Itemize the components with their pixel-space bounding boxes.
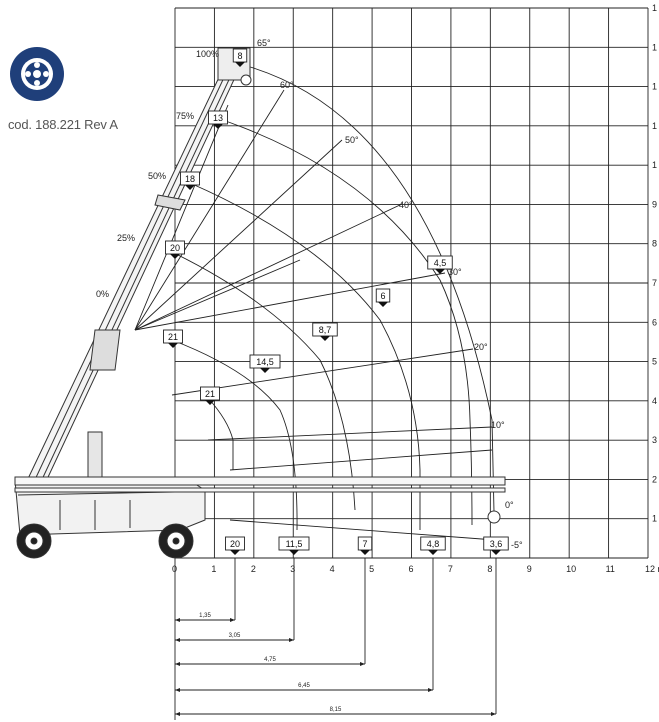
svg-text:4,5: 4,5 (434, 258, 447, 268)
ext-label-25: 25% (117, 233, 135, 243)
load-label: 18 (180, 171, 200, 190)
svg-text:13: 13 (213, 113, 223, 123)
svg-text:20: 20 (230, 539, 240, 549)
y-tick-label: 2 (652, 474, 657, 484)
angle-0: 0° (505, 500, 514, 510)
ext-label-100: 100% (196, 49, 219, 59)
load-label: 8 (232, 48, 248, 67)
y-tick-label: 3 (652, 435, 657, 445)
dimension-line: 8,15 (175, 558, 497, 716)
working-range-curves (134, 65, 496, 541)
x-axis-ticks: 0 1 2 3 4 5 6 7 8 9 10 11 12 r (172, 564, 659, 574)
x-tick-label: 8 (487, 564, 492, 574)
x-tick-label: 7 (448, 564, 453, 574)
load-label: 3,6 (483, 536, 509, 555)
dimension-line: 1,35 (175, 558, 236, 622)
angle-minus5: -5° (511, 540, 523, 550)
y-tick-label: 6 (652, 317, 657, 327)
y-tick-label: 1 (652, 82, 657, 92)
ext-label-50: 50% (148, 171, 166, 181)
crane-vehicle (14, 476, 506, 559)
y-axis-ticks: 1 2 3 4 5 6 7 8 9 1 1 1 1 1 (652, 3, 657, 524)
x-tick-label: 5 (369, 564, 374, 574)
load-label: 11,5 (278, 536, 310, 555)
load-label: 8,7 (312, 322, 338, 341)
svg-text:4,8: 4,8 (427, 539, 440, 549)
x-tick-label: 10 (566, 564, 576, 574)
load-label: 6 (375, 288, 391, 307)
dimension-line: 3,05 (175, 558, 295, 642)
svg-text:20: 20 (170, 243, 180, 253)
y-tick-label: 1 (652, 42, 657, 52)
load-labels: 8 13 18 20 21 21 14,5 8,7 6 4,5 20 11,5 7 4,8 3,6 (163, 48, 509, 555)
svg-text:1,35: 1,35 (199, 613, 211, 619)
x-tick-label: 9 (527, 564, 532, 574)
angle-20: 20° (474, 342, 488, 352)
dimension-line: 6,45 (175, 558, 434, 692)
y-tick-label: 4 (652, 396, 657, 406)
angle-60: 60° (280, 80, 294, 90)
angle-labels: 65° 60° 50° 40° 30° 20° 10° 0° -5° (257, 38, 523, 550)
x-tick-label: 0 (172, 564, 177, 574)
grid (174, 7, 649, 720)
svg-text:3,05: 3,05 (229, 633, 241, 639)
load-label: 14,5 (249, 354, 281, 373)
document-code: cod. 188.221 Rev A (8, 117, 118, 132)
y-tick-label: 1 (652, 121, 657, 131)
angle-65: 65° (257, 38, 271, 48)
svg-text:6: 6 (380, 291, 385, 301)
load-label: 21 (200, 386, 220, 405)
angle-30: 30° (448, 267, 462, 277)
svg-text:21: 21 (168, 332, 178, 342)
load-label: 4,8 (420, 536, 446, 555)
y-tick-label: 9 (652, 199, 657, 209)
x-tick-label: 12 r (645, 564, 659, 574)
angle-50: 50° (345, 135, 359, 145)
x-tick-label: 6 (409, 564, 414, 574)
load-label: 20 (165, 240, 185, 259)
svg-text:3,6: 3,6 (490, 539, 503, 549)
wheel-icon (10, 47, 64, 101)
svg-text:7: 7 (362, 539, 367, 549)
dimension-line: 4,75 (175, 558, 366, 666)
load-label: 7 (357, 536, 373, 555)
svg-text:21: 21 (205, 389, 215, 399)
y-tick-label: 1 (652, 160, 657, 170)
load-label: 13 (208, 110, 228, 129)
svg-text:11,5: 11,5 (286, 539, 303, 549)
ext-label-0: 0% (96, 289, 109, 299)
load-label: 20 (225, 536, 245, 555)
svg-text:8,7: 8,7 (319, 325, 332, 335)
x-tick-label: 3 (290, 564, 295, 574)
x-tick-label: 11 (606, 564, 615, 574)
y-tick-label: 5 (652, 357, 657, 367)
angle-40: 40° (399, 200, 413, 210)
x-tick-label: 2 (251, 564, 256, 574)
svg-text:14,5: 14,5 (256, 357, 274, 367)
svg-text:8: 8 (237, 51, 242, 61)
y-tick-label: 8 (652, 239, 657, 249)
load-label: 4,5 (427, 255, 453, 274)
dimension-lines: 1,35 3,05 4,75 6,45 8,15 (175, 558, 497, 716)
svg-text:18: 18 (185, 174, 195, 184)
x-tick-label: 1 (211, 564, 216, 574)
y-tick-label: 7 (652, 278, 657, 288)
load-label: 21 (163, 329, 183, 348)
ext-label-75: 75% (176, 111, 194, 121)
boom-extension-labels: 100% 75% 50% 25% 0% (96, 49, 219, 299)
svg-text:4,75: 4,75 (264, 657, 276, 663)
x-tick-label: 4 (330, 564, 335, 574)
svg-text:6,45: 6,45 (298, 683, 310, 689)
y-tick-label: 1 (652, 514, 657, 524)
angle-10: 10° (491, 420, 505, 430)
y-tick-label: 1 (652, 3, 657, 13)
svg-text:8,15: 8,15 (330, 707, 342, 713)
